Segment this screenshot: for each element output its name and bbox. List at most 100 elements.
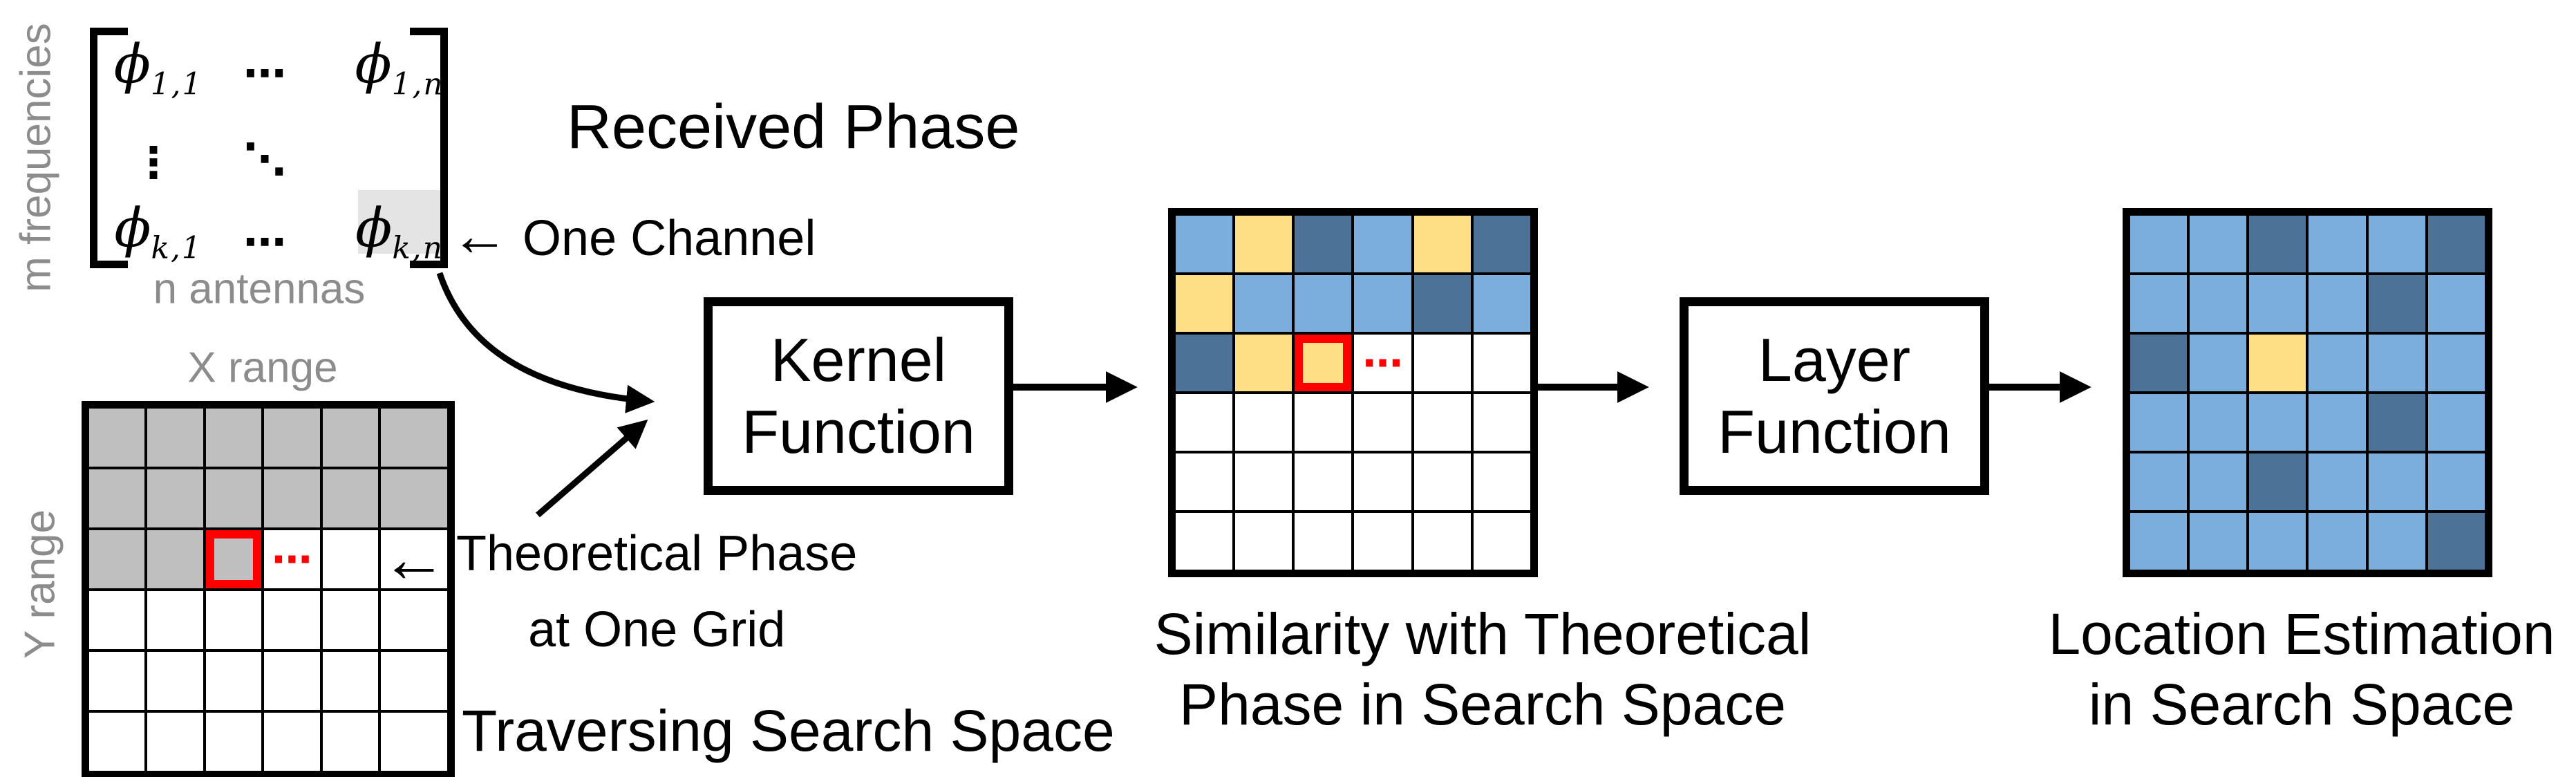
grid-cell [263, 468, 321, 529]
phi-entry: ϕk,1 [114, 197, 203, 266]
arrow-grid-to-kernel [536, 419, 648, 518]
grid-cell [2367, 274, 2427, 333]
grid-cell [1472, 274, 1532, 333]
grid-cell [263, 711, 321, 772]
grid-cell [321, 407, 379, 468]
matrix-right-bracket-icon [410, 28, 448, 268]
grid-cell [1234, 274, 1294, 333]
grid-cell [1472, 512, 1532, 571]
y-range-label: Y range [16, 509, 64, 659]
grid-cell [2426, 452, 2486, 512]
grid-cell [2129, 214, 2189, 274]
grid-cell [2367, 452, 2427, 512]
grid-cell [2248, 274, 2308, 333]
grid-cell [1472, 214, 1532, 274]
kernel-box-line2: Function [742, 397, 975, 466]
grid-cell [1412, 512, 1472, 571]
grid-cell [1472, 393, 1532, 452]
grid-cell [1353, 393, 1413, 452]
traversal-grid: ⋯← [82, 401, 455, 777]
grid-cell [1234, 333, 1294, 393]
estimation-caption-line1: Location Estimation [2048, 601, 2555, 666]
grid-cell [2129, 512, 2189, 571]
grid-cell [2426, 512, 2486, 571]
grid-cell [88, 711, 147, 772]
grid-cell [1412, 452, 1472, 512]
grid-cell [2188, 333, 2248, 393]
grid-cell [204, 468, 263, 529]
grid-cell [2367, 393, 2427, 452]
left-arrow-icon: ← [451, 203, 509, 268]
grid-cell [321, 711, 379, 772]
matrix-row-label: m frequencies [12, 23, 60, 292]
kernel-function-box: Kernel Function [704, 297, 1013, 495]
similarity-caption-line1: Similarity with Theoretical [1154, 601, 1812, 666]
grid-cell [379, 650, 449, 711]
grid-cell [1174, 333, 1234, 393]
annotation-line2: at One Grid [528, 602, 786, 657]
grid-cell [1353, 512, 1413, 571]
grid-cell [1412, 333, 1472, 393]
one-channel-note: ← One Channel [451, 202, 816, 269]
grid-cell [146, 711, 205, 772]
grid-cell [2129, 333, 2189, 393]
grid-cell [321, 650, 379, 711]
grid-cell [2367, 214, 2427, 274]
grid-cell [2307, 512, 2367, 571]
matrix-title: Received Phase [567, 93, 1020, 162]
grid-cell [263, 590, 321, 650]
grid-cell [204, 407, 263, 468]
grid-cell [204, 650, 263, 711]
grid-cell [146, 529, 205, 590]
phi-entry: ϕ1,n [355, 33, 444, 102]
grid-cell [1174, 393, 1234, 452]
arrow-matrix-to-kernel [436, 272, 655, 413]
similarity-grid: ⋯ [1168, 208, 1538, 577]
x-range-label: X range [187, 344, 338, 392]
grid-cell [2248, 393, 2308, 452]
matrix-col-label: n antennas [153, 265, 366, 313]
grid-cell [2129, 274, 2189, 333]
vertical-dots-icon: ⋮ [132, 137, 175, 188]
received-phase-matrix: ϕ1,1⋯ϕ1,n⋮⋱ϕk,1⋯ϕk,n [90, 28, 448, 268]
grid-cell [2426, 333, 2486, 393]
grid-cell [1472, 452, 1532, 512]
grid-cell [379, 711, 449, 772]
grid-cell [1293, 214, 1353, 274]
grid-cell: ⋯ [263, 529, 321, 590]
grid-cell [2188, 452, 2248, 512]
grid-cell [1353, 274, 1413, 333]
grid-cell: ⋯ [1353, 333, 1413, 393]
layer-function-box: Layer Function [1680, 297, 1989, 495]
grid-cell [1412, 214, 1472, 274]
one-channel-label: One Channel [523, 211, 816, 266]
estimation-caption: Location Estimation in Search Space [2048, 599, 2555, 740]
grid-cell [2367, 512, 2427, 571]
grid-cell [2248, 452, 2308, 512]
theoretical-phase-annotation: Theoretical Phase at One Grid [456, 525, 857, 658]
grid-cell [88, 590, 147, 650]
grid-cell [2248, 512, 2308, 571]
grid-cell [1174, 214, 1234, 274]
similarity-caption-line2: Phase in Search Space [1179, 672, 1786, 738]
grid-cell [1412, 393, 1472, 452]
grid-cell [146, 590, 205, 650]
grid-cell [1234, 512, 1294, 571]
estimation-caption-line2: in Search Space [2088, 672, 2515, 738]
one-channel-highlight [358, 190, 444, 254]
grid-cell [146, 650, 205, 711]
grid-cell [2248, 333, 2308, 393]
grid-cell [379, 590, 449, 650]
grid-cell [2307, 452, 2367, 512]
grid-cell [88, 650, 147, 711]
grid-cell [146, 407, 205, 468]
grid-cell [379, 468, 449, 529]
grid-cell [1234, 214, 1294, 274]
grid-cell [321, 468, 379, 529]
grid-cell [2188, 512, 2248, 571]
grid-cell [1174, 512, 1234, 571]
grid-cell [2426, 274, 2486, 333]
grid-cell [88, 407, 147, 468]
grid-cell [2307, 333, 2367, 393]
